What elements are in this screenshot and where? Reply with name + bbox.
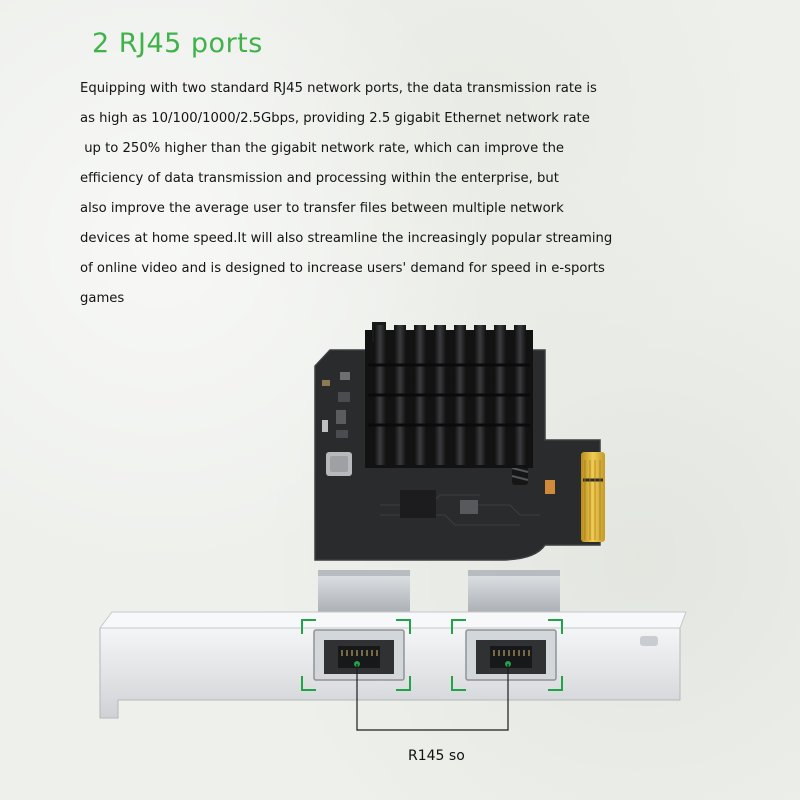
description: Equipping with two standard RJ45 network… [80, 78, 720, 318]
description-line: devices at home speed.It will also strea… [80, 231, 613, 246]
description-line: efficiency of data transmission and proc… [80, 171, 559, 186]
headline: 2 RJ45 ports [92, 28, 263, 59]
rj45-port-icon [465, 629, 557, 681]
description-line: of online video and is designed to incre… [80, 261, 605, 276]
heatsink-graphic [365, 322, 533, 468]
description-line: as high as 10/100/1000/2.5Gbps, providin… [80, 111, 590, 126]
port-highlight-frame [451, 619, 563, 691]
rj45-port-icon [313, 629, 405, 681]
port-caption: R145 so [408, 748, 465, 764]
description-line: also improve the average user to transfe… [80, 201, 564, 216]
port-highlight-frame [301, 619, 411, 691]
description-line: Equipping with two standard RJ45 network… [80, 81, 597, 96]
description-line: games [80, 291, 125, 306]
port-callout-connector [354, 661, 511, 731]
description-line: up to 250% higher than the gigabit netwo… [80, 141, 565, 156]
pcie-connector-graphic [581, 452, 605, 542]
